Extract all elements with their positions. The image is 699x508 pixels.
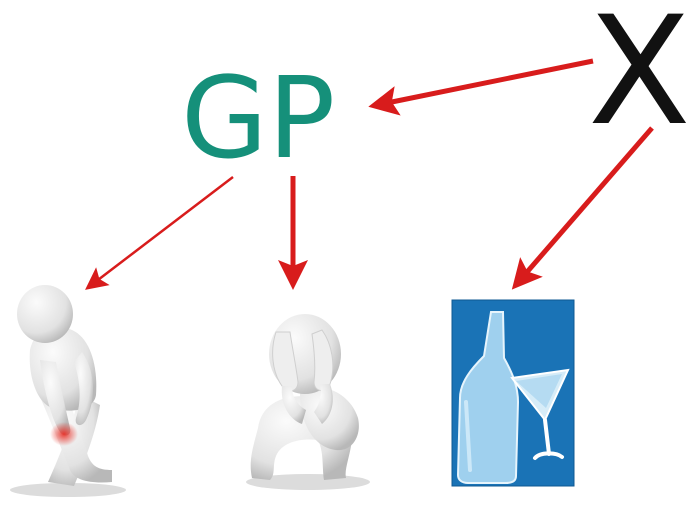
- arrow-gp-to-knee-pain-person: [85, 176, 234, 290]
- person-distressed-icon: [246, 314, 370, 490]
- knee-pain-spot: [50, 422, 78, 446]
- arrow-x-to-gp: [368, 58, 594, 116]
- arrow-x-to-alcohol: [511, 126, 654, 290]
- gp-label: GP: [181, 54, 335, 184]
- person-knee-pain-icon: [10, 285, 126, 497]
- alcohol-bottle-glass-icon: [451, 299, 575, 487]
- x-label: X: [588, 0, 691, 159]
